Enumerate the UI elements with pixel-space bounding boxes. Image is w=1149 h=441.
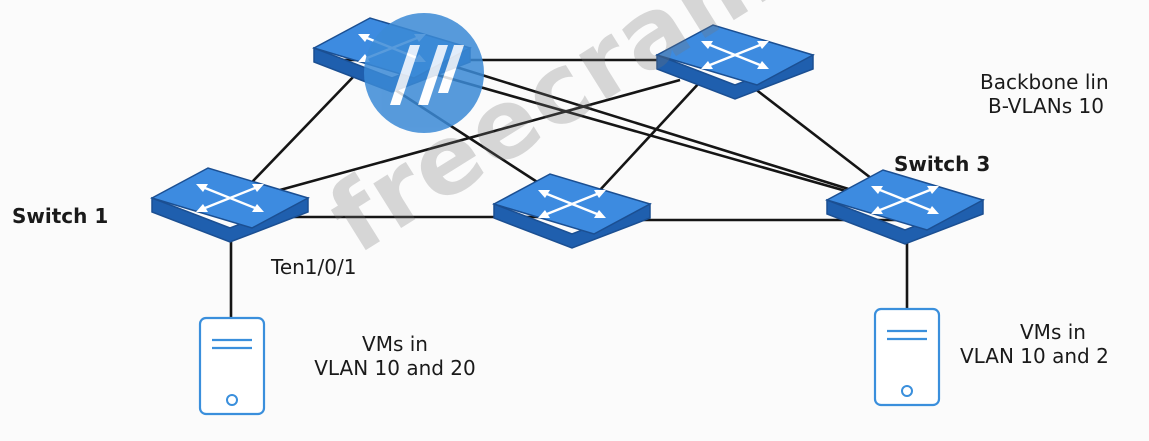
server-icon	[198, 316, 266, 416]
server-right-caption: VMs in VLAN 10 and 2	[960, 320, 1149, 368]
cable-link	[749, 83, 881, 187]
port-label: Ten1/0/1	[271, 255, 357, 279]
cable-link	[419, 68, 861, 197]
cable-link	[439, 60, 901, 207]
server-caption-line: VMs in	[1020, 320, 1086, 344]
switch1-label: Switch 1	[12, 204, 109, 228]
server-left-caption: VMs in VLAN 10 and 20	[290, 332, 500, 380]
backbone-note-line: B-VLANs 10	[988, 94, 1104, 118]
switch3-label: Switch 3	[894, 152, 991, 176]
server-caption-line: VLAN 10 and 2	[960, 344, 1109, 368]
backbone-note: Backbone lin B-VLANs 10	[980, 70, 1109, 118]
cable-link	[279, 78, 681, 192]
switch-icon	[150, 166, 310, 244]
cable-link	[599, 81, 701, 191]
switch-icon	[825, 168, 985, 246]
server-icon	[873, 307, 941, 407]
server-caption-line: VLAN 10 and 20	[314, 356, 476, 380]
server-caption-line: VMs in	[362, 332, 428, 356]
switch-icon	[492, 172, 652, 250]
backbone-note-line: Backbone lin	[980, 70, 1109, 94]
hp-logo-icon	[364, 13, 484, 133]
